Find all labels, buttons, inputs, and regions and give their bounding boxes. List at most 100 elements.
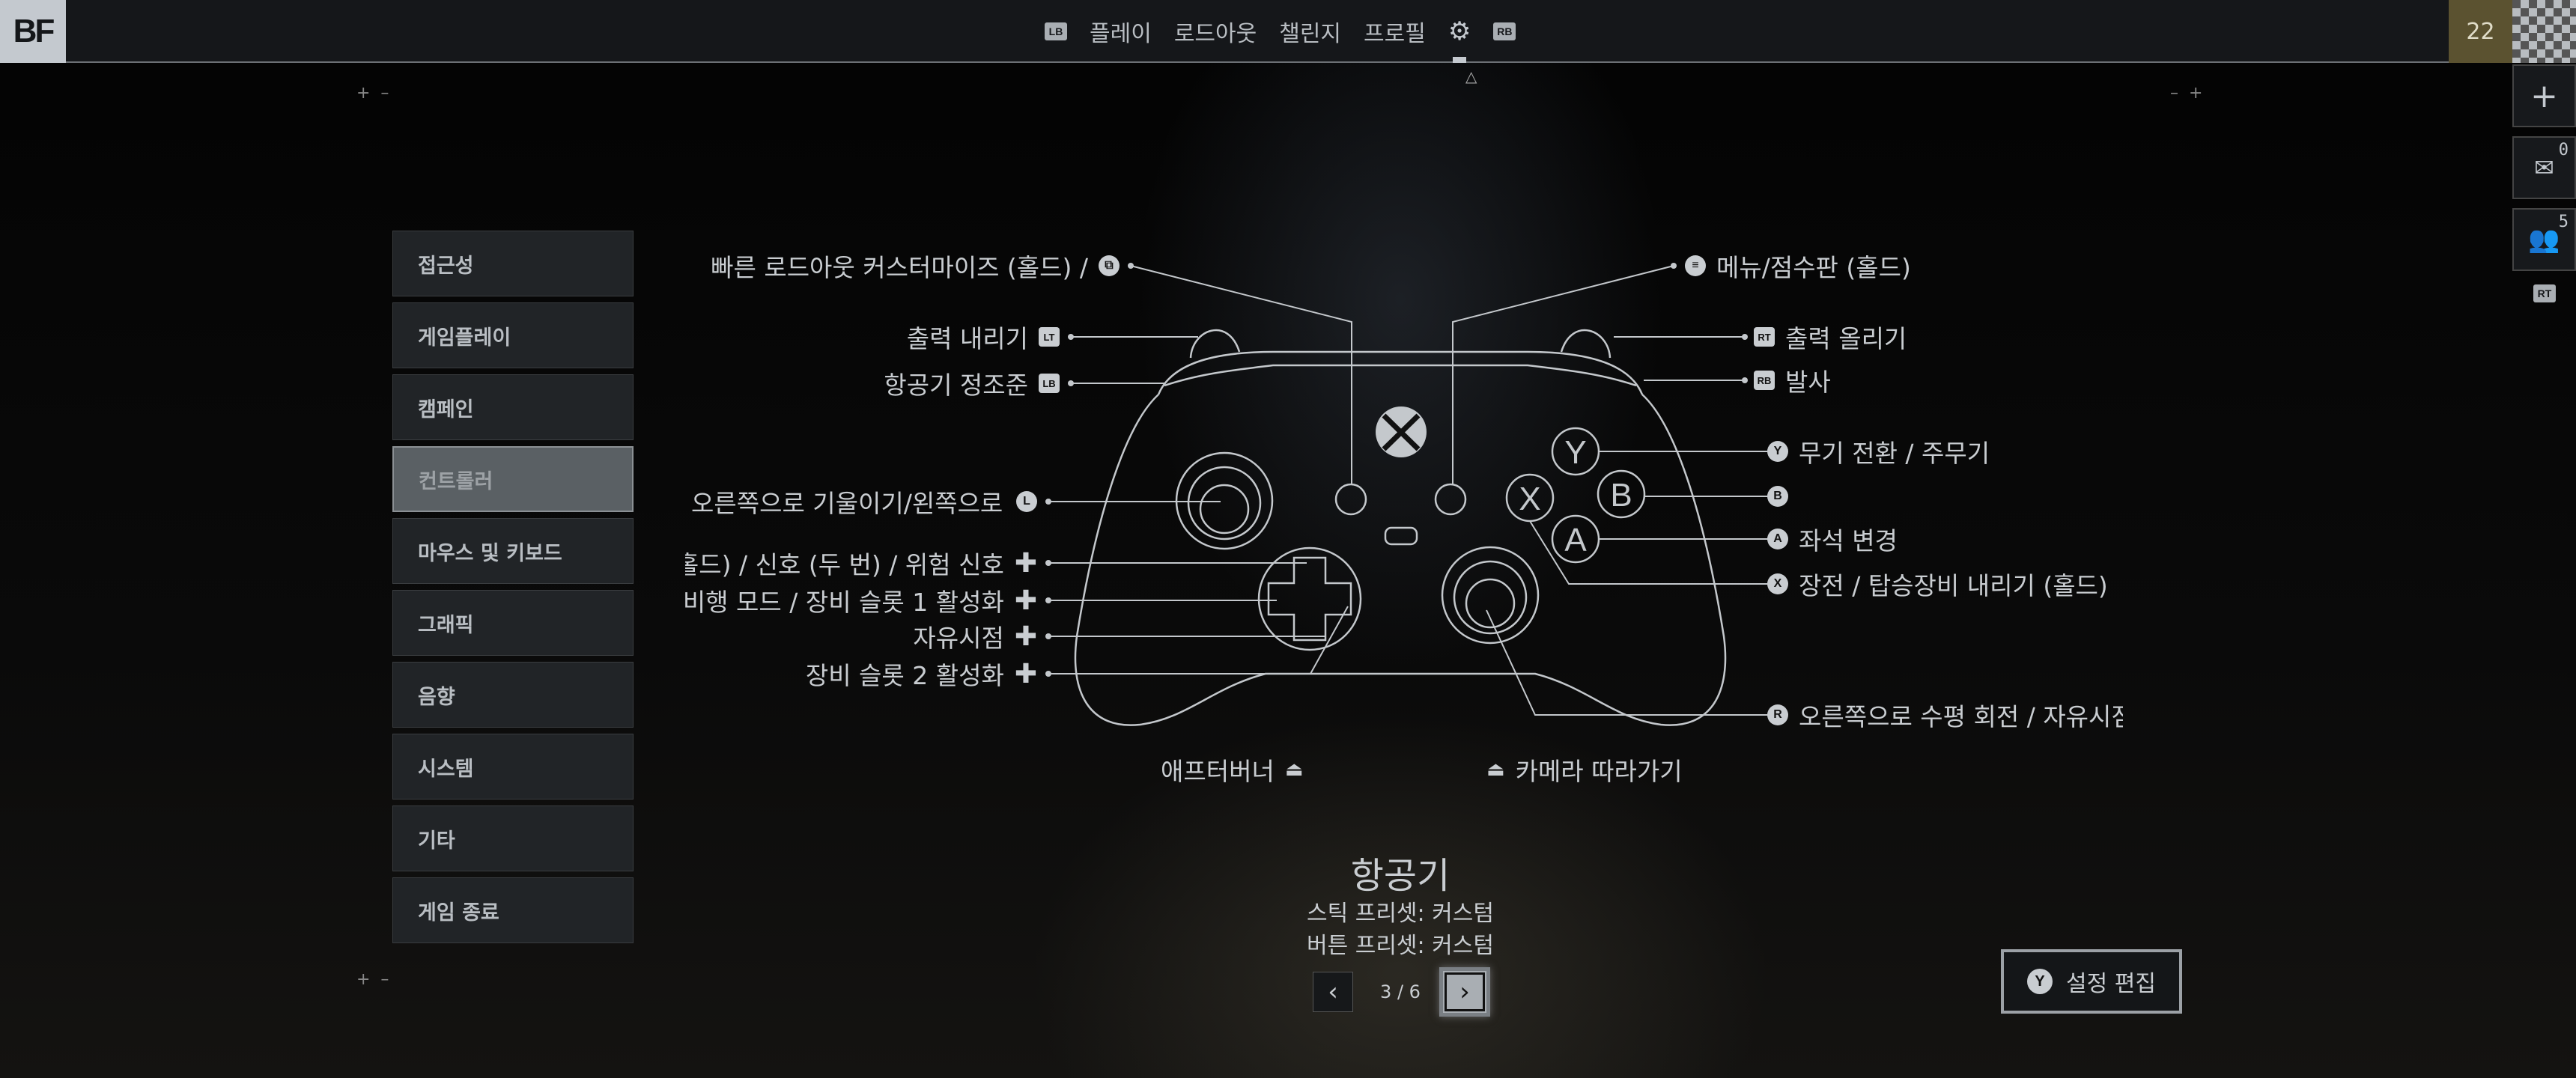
- binding-dpad-left: 비행 모드 / 장비 슬롯 1 활성화✚: [685, 584, 1037, 618]
- top-bar: BF LB 플레이 로드아웃 챌린지 프로필 ⚙ RB 22: [0, 0, 2576, 63]
- messages-button[interactable]: ✉0: [2512, 136, 2576, 199]
- menu-button: [1434, 483, 1467, 516]
- b-icon: B: [1767, 486, 1788, 507]
- dpad-icon: ✚: [1014, 658, 1037, 689]
- binding-label: 장전 / 탑승장비 내리기 (홀드): [1799, 571, 2108, 600]
- right-stick-icon: R: [1767, 704, 1788, 725]
- y-icon: Y: [2027, 969, 2053, 994]
- controller-bumpers: [1157, 350, 1644, 395]
- rt-icon: RT: [1754, 327, 1775, 347]
- page-indicator: 3 / 6: [1380, 981, 1421, 1002]
- x-button-glyph: X: [1519, 481, 1540, 517]
- binding-label: 좌석 변경: [1799, 526, 1898, 555]
- menu-icon: ≡: [1685, 255, 1706, 276]
- sidebar-item-graphics[interactable]: 그래픽: [392, 590, 634, 656]
- binding-label: 오른쪽으로 수평 회전 / 자유시점 ...: [1799, 702, 2123, 731]
- leader-dots: [1045, 263, 1779, 718]
- binding-label: 비행 모드 / 장비 슬롯 1 활성화: [685, 588, 1004, 617]
- view-button: [1334, 483, 1367, 516]
- tab-play[interactable]: 플레이: [1090, 21, 1152, 47]
- a-icon: A: [1767, 529, 1788, 549]
- edit-settings-label: 설정 편집: [2066, 971, 2156, 997]
- binding-label: 자유시점: [913, 624, 1004, 653]
- tab-profile[interactable]: 프로필: [1364, 21, 1426, 47]
- player-level-badge[interactable]: 22: [2449, 0, 2512, 63]
- binding-b: B: [1767, 480, 1799, 513]
- sidebar-item-quit[interactable]: 게임 종료: [392, 877, 634, 943]
- right-stick: [1441, 546, 1540, 645]
- right-trigger: [1560, 329, 1611, 359]
- plus-icon: +: [2530, 76, 2558, 115]
- binding-right-stick: R 오른쪽으로 수평 회전 / 자유시점 ...: [1767, 698, 2123, 731]
- tab-challenges[interactable]: 챌린지: [1279, 21, 1342, 47]
- sidebar-item-controller[interactable]: 컨트롤러: [392, 446, 634, 512]
- binding-rt: RT 출력 올리기: [1754, 320, 1907, 353]
- main-nav: LB 플레이 로드아웃 챌린지 프로필 ⚙ RB: [1045, 0, 1516, 63]
- binding-label: 장비 슬롯 2 활성화: [805, 661, 1004, 690]
- sidebar-item-audio[interactable]: 음향: [392, 662, 634, 728]
- binding-dpad-up: 핑 (홀드) / 신호 (두 번) / 위험 신호 ✚: [685, 546, 1037, 580]
- rb-icon: RB: [1754, 371, 1775, 390]
- sidebar-item-accessibility[interactable]: 접근성: [392, 231, 634, 296]
- corner-mark: + –: [356, 84, 389, 103]
- sidebar-item-gameplay[interactable]: 게임플레이: [392, 302, 634, 368]
- sidebar-item-mouse-keyboard[interactable]: 마우스 및 키보드: [392, 518, 634, 584]
- player-avatar[interactable]: [2512, 0, 2576, 63]
- binding-dpad-right: 장비 슬롯 2 활성화 ✚: [685, 657, 1037, 691]
- rt-icon: RT: [2533, 284, 2556, 302]
- stick-preset: 스틱 프리셋: 커스텀: [1307, 901, 1494, 927]
- share-button: [1384, 526, 1418, 546]
- settings-sidebar: 접근성 게임플레이 캠페인 컨트롤러 마우스 및 키보드 그래픽 음향 시스템 …: [392, 231, 634, 949]
- edit-settings-button[interactable]: Y 설정 편집: [2001, 949, 2182, 1014]
- view-icon: ⧉: [1099, 255, 1120, 276]
- y-button-glyph: Y: [1564, 434, 1586, 471]
- next-page-button[interactable]: ›: [1439, 967, 1490, 1017]
- sidebar-item-campaign[interactable]: 캠페인: [392, 374, 634, 440]
- rb-icon: RB: [1493, 22, 1516, 40]
- lt-icon: LT: [1039, 327, 1060, 347]
- dpad-icon: ✚: [1014, 547, 1037, 579]
- leader-lines: [1048, 265, 1776, 716]
- binding-menu: ≡ 메뉴/점수판 (홀드): [1685, 249, 1911, 282]
- binding-label: 출력 올리기: [1785, 324, 1907, 353]
- lb-icon: LB: [1039, 374, 1060, 393]
- binding-label: 발사: [1785, 368, 1831, 397]
- tab-loadout[interactable]: 로드아웃: [1173, 21, 1257, 47]
- binding-y: Y 무기 전환 / 주무기: [1767, 435, 1990, 468]
- envelope-icon: ✉: [2534, 153, 2554, 182]
- gear-icon[interactable]: ⚙: [1448, 16, 1471, 63]
- binding-dpad-down: 자유시점 ✚: [685, 620, 1037, 654]
- binding-lb: 항공기 정조준 LB: [749, 367, 1060, 400]
- corner-mark: – +: [2170, 84, 2203, 103]
- binding-label: 애프터버너: [1161, 757, 1275, 786]
- binding-label: 핑 (홀드) / 신호 (두 번) / 위험 신호: [685, 550, 1004, 579]
- binding-label: 빠른 로드아웃 커스터마이즈 (홀드) /: [711, 253, 1088, 282]
- binding-label: 무기 전환 / 주무기: [1799, 439, 1990, 468]
- binding-label: 오른쪽으로 기울이기/왼쪽으로 기울이기: [691, 489, 1006, 518]
- binding-label: 항공기 정조준: [884, 371, 1028, 400]
- b-button-glyph: B: [1610, 477, 1632, 514]
- people-icon: 👥: [2528, 225, 2560, 255]
- binding-a: A 좌석 변경: [1767, 523, 1898, 555]
- dpad: [1257, 546, 1362, 651]
- binding-label: 메뉴/점수판 (홀드): [1716, 253, 1911, 282]
- prev-page-button[interactable]: ‹: [1313, 972, 1353, 1012]
- controller-body: [1074, 394, 1727, 726]
- sidebar-item-system[interactable]: 시스템: [392, 734, 634, 800]
- add-friend-button[interactable]: +: [2512, 64, 2576, 127]
- r3-press-icon: ⏏: [1486, 758, 1505, 781]
- y-icon: Y: [1767, 441, 1788, 462]
- button-preset: 버튼 프리셋: 커스텀: [1307, 933, 1494, 959]
- x-icon: X: [1767, 573, 1788, 594]
- l3-press-icon: ⏏: [1284, 758, 1304, 781]
- friends-button[interactable]: 👥5: [2512, 208, 2576, 271]
- binding-r3: ⏏ 카메라 따라가기: [1486, 753, 1683, 786]
- binding-left-stick: 오른쪽으로 기울이기/왼쪽으로 기울이기L: [685, 485, 1037, 518]
- binding-x: X 장전 / 탑승장비 내리기 (홀드): [1767, 567, 2123, 600]
- left-trigger: [1189, 329, 1241, 359]
- dpad-icon: ✚: [1014, 621, 1037, 652]
- sidebar-item-other[interactable]: 기타: [392, 806, 634, 871]
- binding-label: 카메라 따라가기: [1515, 757, 1683, 786]
